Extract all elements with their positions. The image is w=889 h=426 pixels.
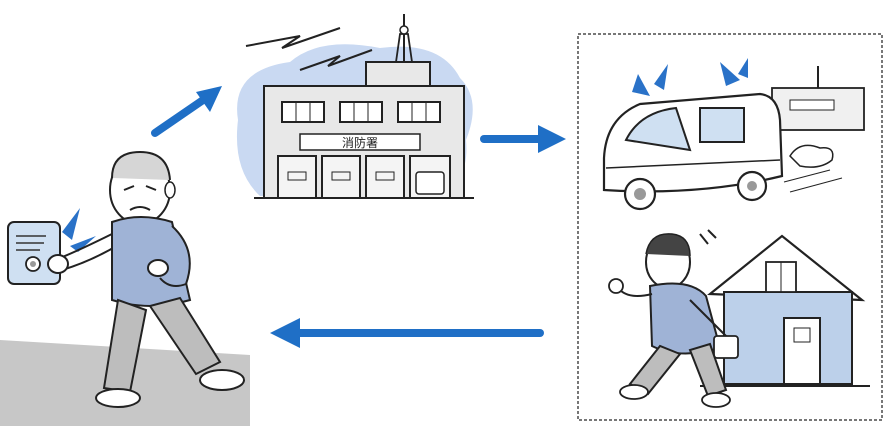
station-windows xyxy=(282,102,440,122)
alarm-panel-icon xyxy=(8,208,96,284)
fire-station-icon: 消防署 xyxy=(237,14,474,198)
arrow-to-responders xyxy=(484,125,566,153)
arrow-back-to-caller xyxy=(270,318,540,348)
arrow-to-station xyxy=(155,86,222,133)
fire-station-sign: 消防署 xyxy=(342,135,378,150)
responders-box xyxy=(578,34,882,420)
man-head xyxy=(110,152,175,224)
caller-figure xyxy=(0,152,250,426)
